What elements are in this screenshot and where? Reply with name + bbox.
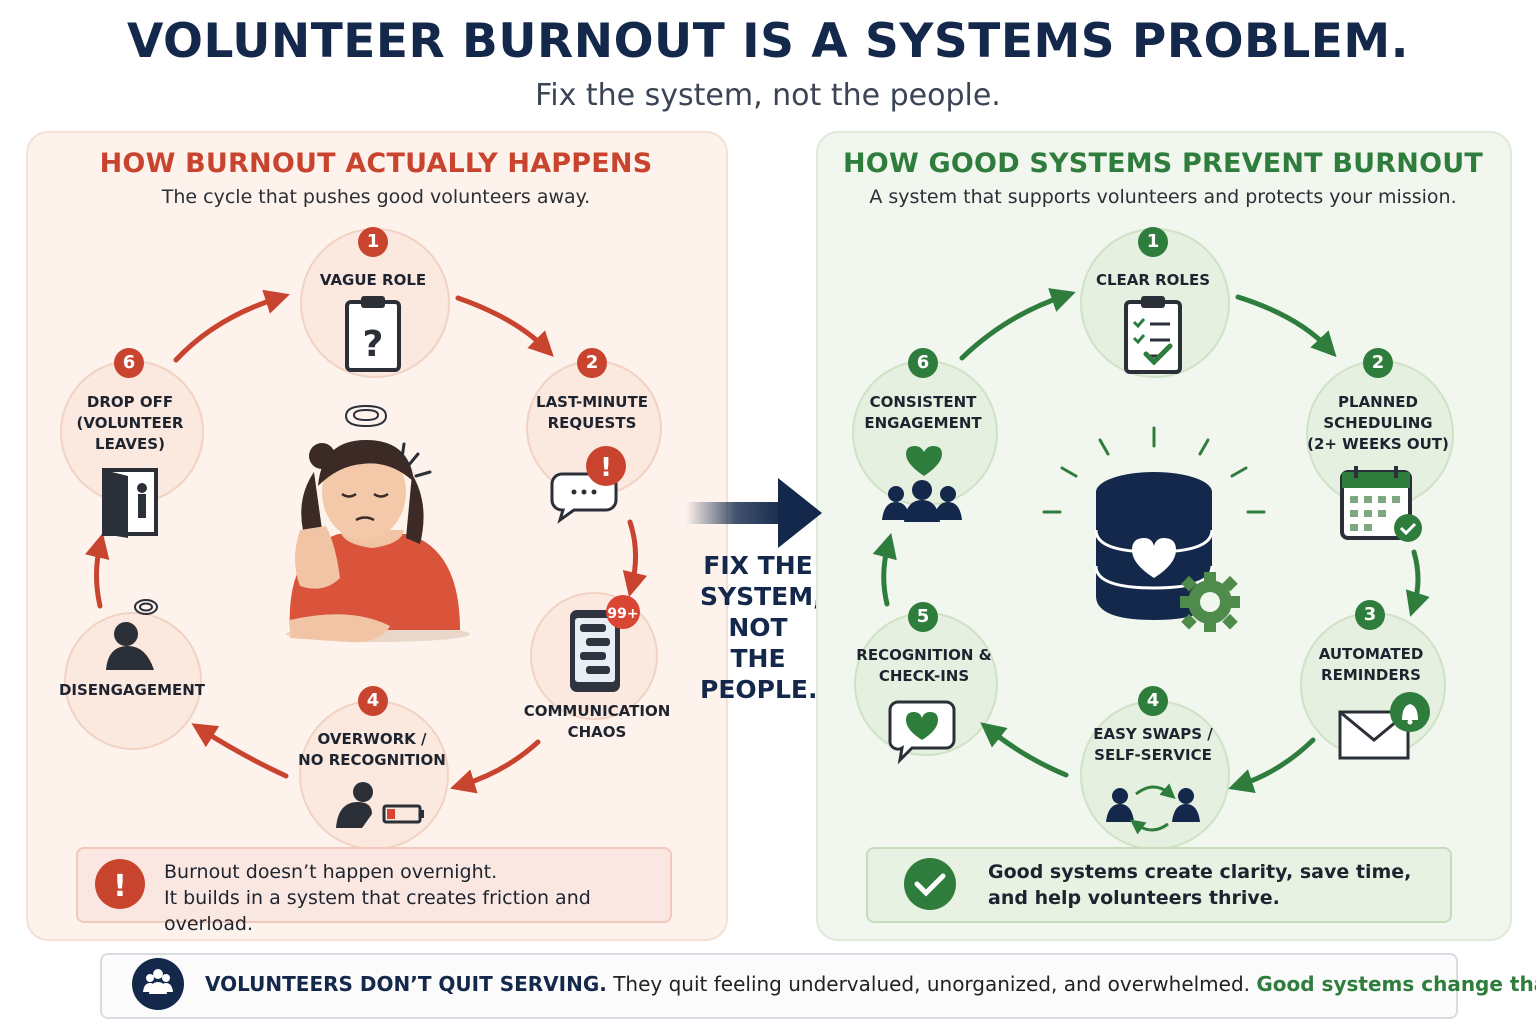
arrow-6-to-1 (173, 289, 290, 363)
good-systems-subtitle: A system that supports volunteers and pr… (869, 186, 1457, 208)
node-label: VAGUE ROLE (319, 271, 427, 289)
heart-chat-icon (888, 700, 956, 765)
burnout-cycle-subtitle: The cycle that pushes good volunteers aw… (161, 186, 591, 208)
burnout-callout (76, 847, 672, 923)
system-node-easy-swaps (1080, 700, 1230, 850)
footer-bold: VOLUNTEERS DON’T QUIT SERVING. (205, 972, 607, 996)
step-badge: 2 (577, 348, 607, 378)
tired-volunteer-illustration (286, 404, 470, 643)
node-label: OVERWORK /NO RECOGNITION (298, 730, 446, 769)
transition-arrow-icon (686, 478, 822, 548)
node-label: DISENGAGEMENT (58, 681, 206, 699)
page-subtitle: Fix the system, not the people. (535, 78, 1001, 113)
checklist-clipboard-icon (1124, 296, 1182, 374)
disengaged-person-icon (106, 599, 158, 670)
footer-regular: They quit feeling undervalued, unorganiz… (613, 972, 1251, 996)
exit-door-icon (102, 468, 158, 538)
footer-banner (100, 953, 1458, 1019)
system-node-consistent-engagement (852, 360, 998, 506)
arrow-3-to-4 (1228, 737, 1316, 794)
arrow-3-to-4 (450, 739, 541, 794)
page-title: VOLUNTEER BURNOUT IS A SYSTEMS PROBLEM. (126, 14, 1410, 69)
unread-count-badge: 99+ (607, 606, 638, 622)
burnout-cycle-title: HOW BURNOUT ACTUALLY HAPPENS (99, 148, 653, 179)
warning-icon: ! (95, 859, 145, 909)
check-circle-icon (904, 858, 956, 910)
system-arrows (872, 288, 1430, 794)
database-heart-gear-icon (1042, 426, 1266, 632)
arrow-6-to-1 (959, 288, 1076, 361)
svg-text:!: ! (113, 869, 127, 904)
burnout-callout-text: Burnout doesn’t happen overnight.It buil… (164, 861, 591, 935)
step-badge: 6 (908, 348, 938, 378)
arrow-5-to-6 (84, 532, 110, 609)
step-badge: 6 (114, 348, 144, 378)
svg-text:!: ! (600, 453, 612, 483)
clipboard-question-icon: ? (345, 296, 401, 372)
arrow-1-to-2 (1235, 294, 1337, 358)
footer-green: Good systems change that. (1256, 972, 1536, 996)
cycle-arrows (84, 289, 648, 794)
step-badge: 4 (1138, 686, 1168, 716)
node-label: EASY SWAPS /SELF-SERVICE (1093, 725, 1213, 764)
node-label: CLEAR ROLES (1095, 271, 1211, 289)
step-badge: 5 (908, 602, 938, 632)
people-swap-icon (1106, 783, 1200, 835)
step-badge: 1 (1138, 227, 1168, 257)
volunteers-group-icon (132, 958, 184, 1010)
arrow-2-to-3 (622, 519, 648, 598)
heart-group-icon (882, 446, 962, 522)
step-badge: 3 (1355, 600, 1385, 630)
good-systems-callout (866, 847, 1452, 923)
arrow-1-to-2 (455, 295, 554, 357)
good-systems-callout-text: Good systems create clarity, save time,a… (988, 861, 1412, 909)
footer-text: VOLUNTEERS DON’T QUIT SERVING. They quit… (205, 972, 1536, 996)
phone-messages-icon (570, 595, 640, 692)
step-badge: 2 (1363, 348, 1393, 378)
envelope-bell-icon (1338, 692, 1430, 760)
node-label: RECOGNITION &CHECK-INS (856, 646, 992, 685)
step-badge: 4 (358, 686, 388, 716)
arrow-5-to-6 (872, 532, 897, 607)
arrow-2-to-3 (1405, 549, 1430, 617)
chat-alert-icon: ! (550, 446, 626, 524)
good-systems-title: HOW GOOD SYSTEMS PREVENT BURNOUT (843, 148, 1483, 179)
calendar-check-icon (1340, 466, 1422, 542)
svg-text:?: ? (363, 324, 384, 365)
arrow-4-to-5 (980, 722, 1069, 778)
step-badge: 1 (358, 227, 388, 257)
arrow-4-to-5 (191, 723, 289, 779)
tired-person-low-battery-icon (336, 782, 424, 828)
cycle-node-drop-off (60, 360, 204, 504)
